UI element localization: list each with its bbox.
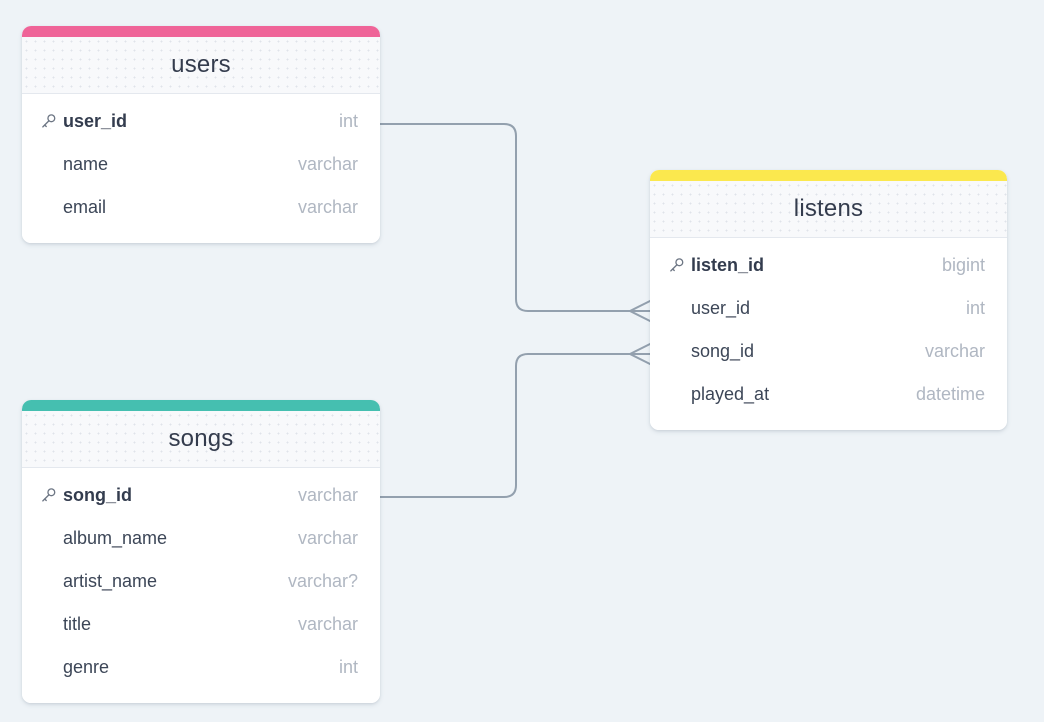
- crowsfoot-songs-listens: [629, 342, 653, 366]
- field-name: played_at: [691, 384, 770, 404]
- table-fields-songs: song_id varchar album_name varchar artis…: [22, 468, 380, 703]
- field-row[interactable]: genre int: [22, 646, 380, 689]
- key-slot-empty: [668, 386, 691, 404]
- field-type: int: [965, 298, 985, 318]
- field-row[interactable]: listen_id bigint: [650, 244, 1007, 287]
- field-name: artist_name: [63, 571, 158, 591]
- field-name: user_id: [691, 298, 751, 318]
- field-row[interactable]: played_at datetime: [650, 373, 1007, 416]
- key-slot-empty: [40, 199, 63, 217]
- field-row[interactable]: song_id varchar: [22, 474, 380, 517]
- field-row[interactable]: email varchar: [22, 186, 380, 229]
- field-name: song_id: [63, 485, 133, 505]
- field-type: varchar: [297, 528, 358, 548]
- relationship-users-listens[interactable]: [379, 123, 631, 312]
- field-name: song_id: [691, 341, 755, 361]
- field-name: title: [63, 614, 92, 634]
- field-row[interactable]: song_id varchar: [650, 330, 1007, 373]
- field-type: bigint: [941, 255, 985, 275]
- field-row[interactable]: title varchar: [22, 603, 380, 646]
- field-type: int: [338, 657, 358, 677]
- table-card-listens[interactable]: listens listen_id bigint: [650, 170, 1007, 430]
- field-name: user_id: [63, 111, 128, 131]
- key-slot-empty: [40, 530, 63, 548]
- field-name: email: [63, 197, 107, 217]
- crowsfoot-users-listens: [629, 299, 653, 323]
- field-row[interactable]: artist_name varchar?: [22, 560, 380, 603]
- relationship-songs-listens[interactable]: [379, 353, 631, 498]
- table-header-listens[interactable]: listens: [650, 181, 1007, 238]
- key-icon: [40, 113, 63, 131]
- key-icon: [668, 257, 691, 275]
- field-row[interactable]: user_id int: [650, 287, 1007, 330]
- field-type: varchar: [924, 341, 985, 361]
- table-accent-bar: [22, 400, 380, 411]
- field-type: varchar: [297, 154, 358, 174]
- table-title: songs: [168, 425, 234, 452]
- field-name: name: [63, 154, 109, 174]
- table-header-songs[interactable]: songs: [22, 411, 380, 468]
- key-slot-empty: [40, 616, 63, 634]
- table-card-users[interactable]: users user_id int name: [22, 26, 380, 243]
- field-row[interactable]: name varchar: [22, 143, 380, 186]
- field-name: genre: [63, 657, 110, 677]
- field-type: varchar: [297, 485, 358, 505]
- table-title: listens: [793, 195, 864, 222]
- field-row[interactable]: album_name varchar: [22, 517, 380, 560]
- table-fields-users: user_id int name varchar email varchar: [22, 94, 380, 243]
- key-slot-empty: [668, 300, 691, 318]
- key-slot-empty: [40, 659, 63, 677]
- field-type: datetime: [915, 384, 985, 404]
- field-type: varchar: [297, 197, 358, 217]
- field-type: int: [338, 111, 358, 131]
- table-header-users[interactable]: users: [22, 37, 380, 94]
- field-row[interactable]: user_id int: [22, 100, 380, 143]
- field-name: album_name: [63, 528, 168, 548]
- table-card-songs[interactable]: songs song_id varchar a: [22, 400, 380, 703]
- field-type: varchar?: [287, 571, 358, 591]
- table-title: users: [171, 51, 231, 78]
- key-slot-empty: [40, 156, 63, 174]
- table-accent-bar: [650, 170, 1007, 181]
- table-fields-listens: listen_id bigint user_id int song_id var…: [650, 238, 1007, 430]
- key-slot-empty: [668, 343, 691, 361]
- key-icon: [40, 487, 63, 505]
- field-type: varchar: [297, 614, 358, 634]
- key-slot-empty: [40, 573, 63, 591]
- table-accent-bar: [22, 26, 380, 37]
- field-name: listen_id: [691, 255, 765, 275]
